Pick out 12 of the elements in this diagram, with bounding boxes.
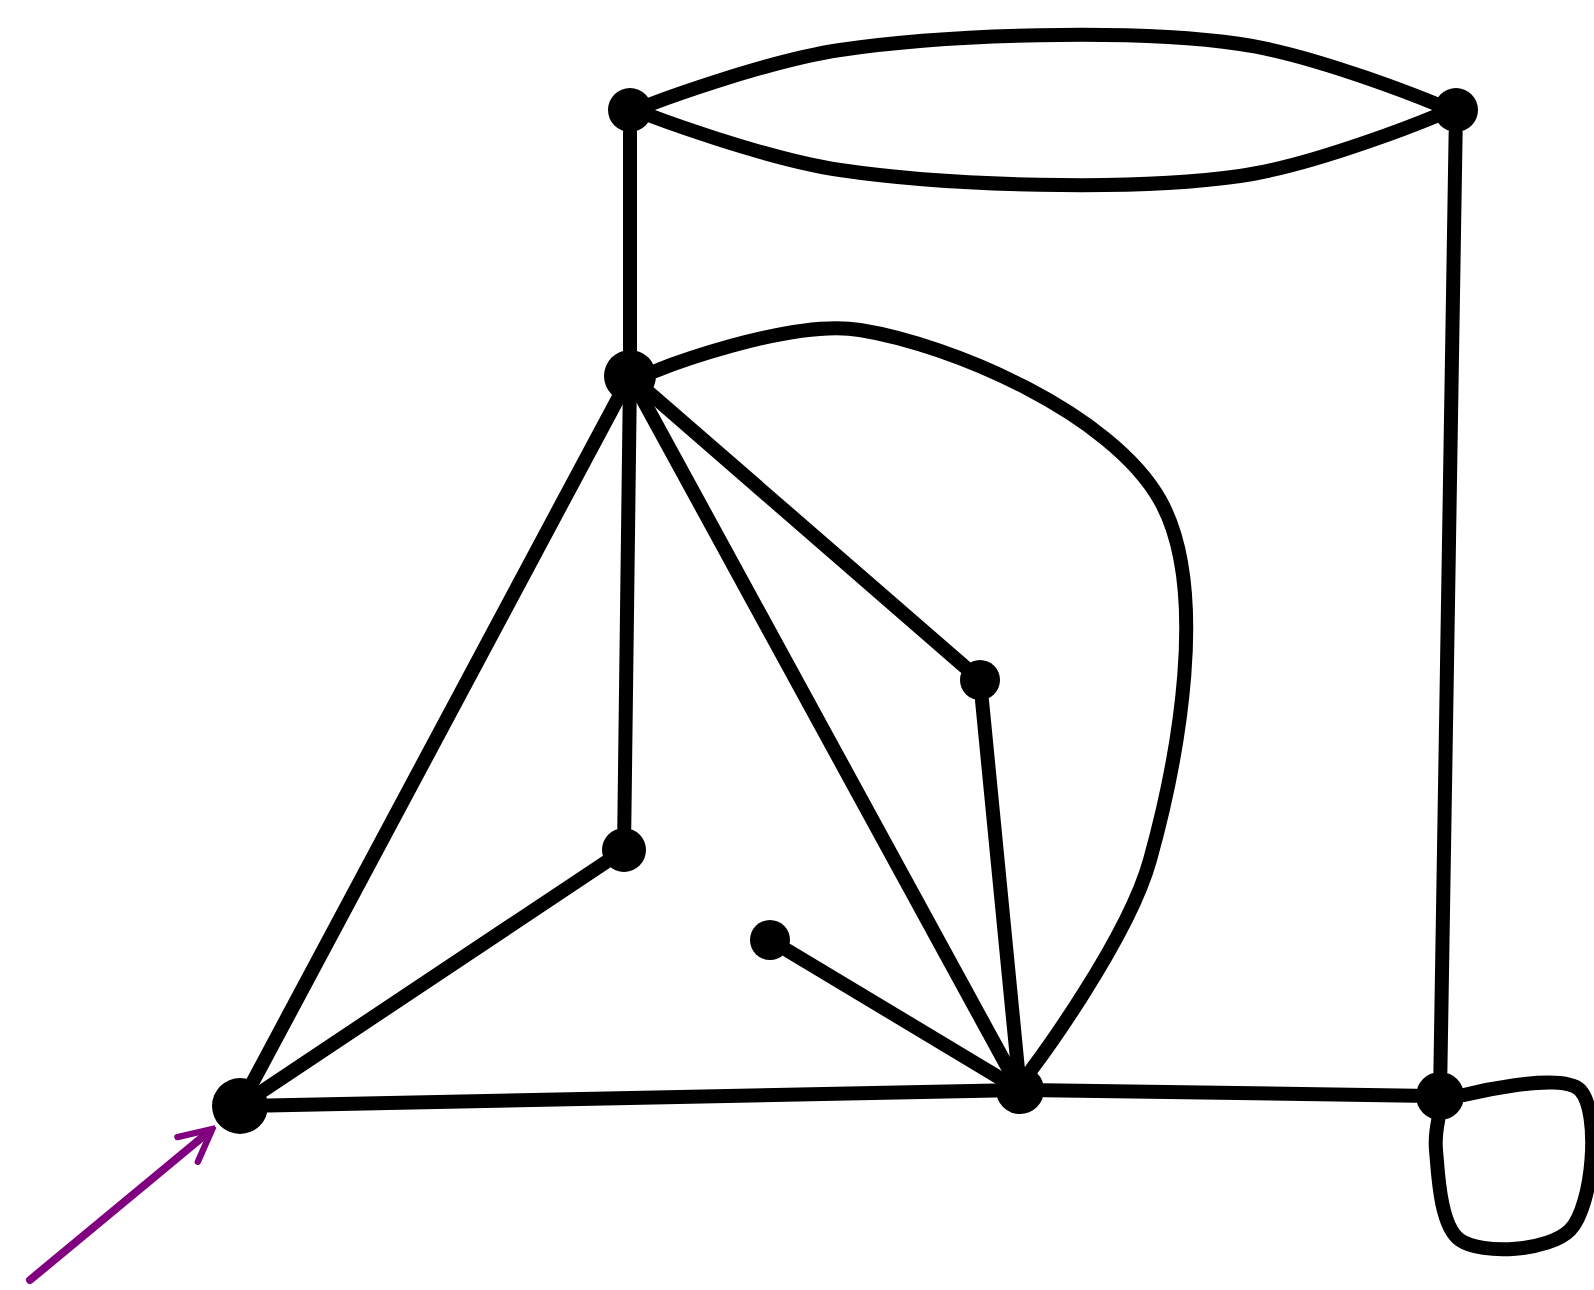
graph-vertex — [960, 660, 1000, 700]
graph-edge — [1428, 1075, 1594, 1257]
graph-edge — [648, 321, 1194, 1077]
graph-edge — [256, 855, 613, 1098]
arrow — [26, 1125, 216, 1284]
graph-edge — [246, 391, 625, 1089]
graph-edge — [644, 27, 1442, 111]
graph-vertex — [750, 920, 790, 960]
graph-vertex — [212, 1078, 268, 1134]
graph-edge — [644, 109, 1442, 193]
graph-edge — [780, 943, 1007, 1085]
graph-vertex — [602, 828, 646, 872]
